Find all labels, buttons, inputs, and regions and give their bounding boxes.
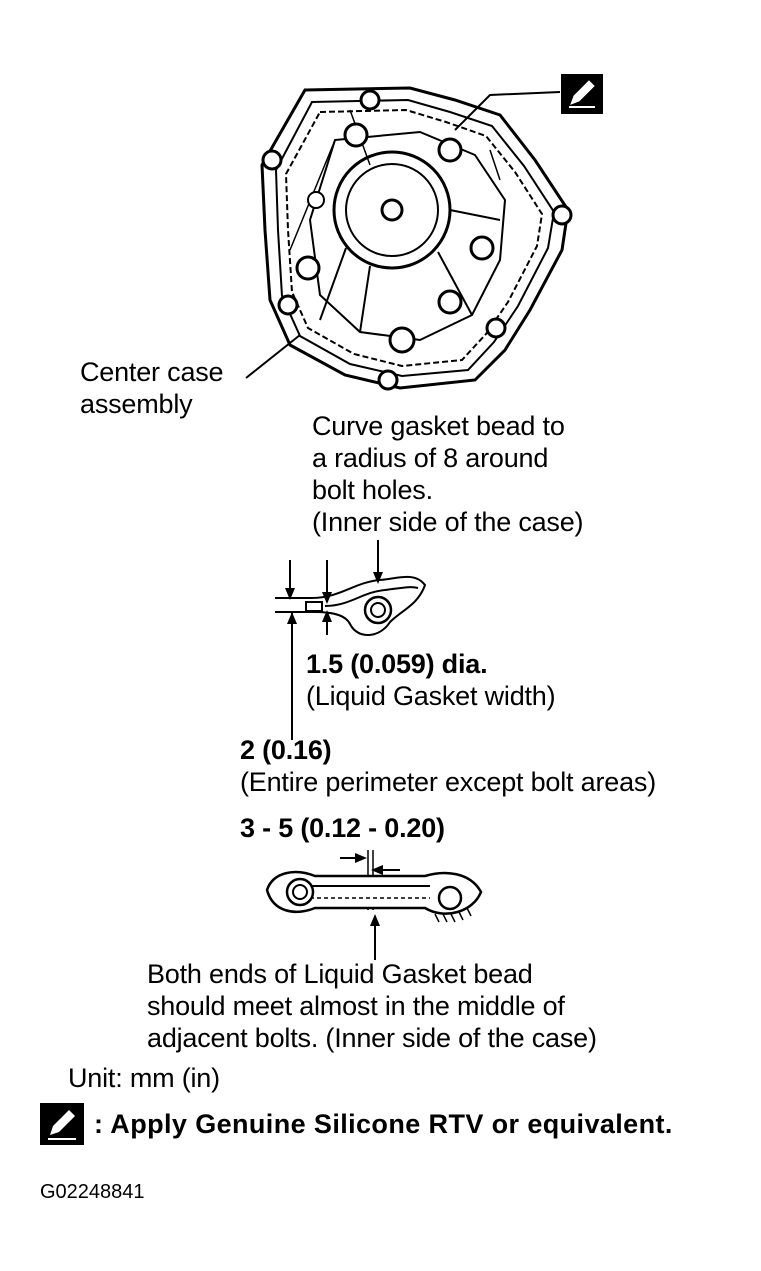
- bead-width-desc: (Liquid Gasket width): [306, 681, 556, 711]
- center-case-drawing: [250, 70, 620, 400]
- offset-value: 2 (0.16): [240, 735, 332, 765]
- unit-label: Unit: mm (in): [68, 1063, 220, 1093]
- offset-label: 2 (0.16) (Entire perimeter except bolt a…: [240, 734, 656, 798]
- overlap-value: 3 - 5 (0.12 - 0.20): [240, 813, 445, 843]
- curve-note-line-4: (Inner side of the case): [312, 507, 584, 537]
- ends-note-line-1: Both ends of Liquid Gasket bead: [147, 959, 533, 989]
- offset-desc: (Entire perimeter except bolt areas): [240, 767, 656, 797]
- ends-note-line-2: should meet almost in the middle of: [147, 991, 565, 1021]
- center-case-line-2: assembly: [80, 389, 193, 419]
- center-case-line-1: Center case: [80, 357, 224, 387]
- legend-text: : Apply Genuine Silicone RTV or equivale…: [94, 1109, 673, 1139]
- bead-overlap-detail: [255, 850, 495, 940]
- legend-sealant-icon: [40, 1103, 84, 1145]
- sealant-pen-icon: [561, 74, 603, 114]
- bead-width-label: 1.5 (0.059) dia. (Liquid Gasket width): [306, 648, 556, 712]
- curve-note: Curve gasket bead to a radius of 8 aroun…: [312, 410, 584, 538]
- curve-note-line-2: a radius of 8 around: [312, 443, 549, 473]
- ends-note: Both ends of Liquid Gasket bead should m…: [147, 958, 597, 1054]
- center-case-label: Center case assembly: [80, 356, 224, 420]
- curve-note-line-3: bolt holes.: [312, 475, 433, 505]
- ends-note-line-3: adjacent bolts. (Inner side of the case): [147, 1023, 597, 1053]
- curve-note-line-1: Curve gasket bead to: [312, 411, 565, 441]
- bead-width-value: 1.5 (0.059) dia.: [306, 649, 488, 679]
- figure-id: G02248841: [40, 1181, 145, 1203]
- bead-radius-detail: [270, 540, 445, 740]
